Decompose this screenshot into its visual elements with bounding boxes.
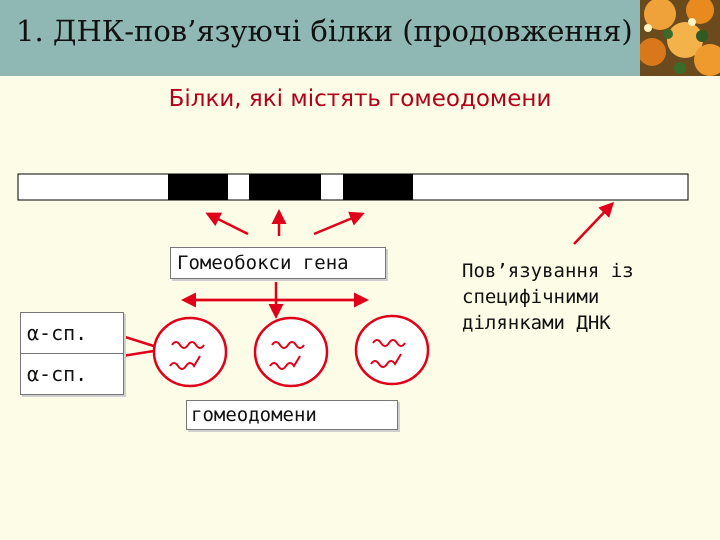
homeodomain-right: [354, 314, 430, 386]
homeodomain-label: гомеодомени: [186, 400, 398, 430]
homeodomain-left: [152, 316, 228, 388]
homeobox-label: Гомеобокси гена: [170, 247, 386, 279]
arrow-homeobox-right: [313, 211, 365, 236]
homeobox-block: [168, 174, 228, 200]
homeobox-arrows: [121, 201, 615, 358]
decorative-fruit-image: [640, 0, 720, 76]
dna-binding-line-2: специфічними: [462, 286, 600, 308]
slide-title: 1. ДНК-пов’язуючі білки (продовження): [16, 14, 633, 48]
homeodomain-shapes: [152, 314, 430, 388]
homeobox-block: [249, 174, 321, 200]
dna-binding-line-3: ділянками ДНК: [462, 312, 611, 334]
title-bar: 1. ДНК-пов’язуючі білки (продовження): [0, 0, 640, 76]
gene-strip: [17, 173, 689, 201]
homeodomain-middle: [253, 316, 329, 388]
homeobox-block: [343, 174, 413, 200]
alpha-helix-label-1: α-сп.: [20, 312, 124, 354]
dna-binding-line-1: Пов’язування із: [462, 260, 634, 282]
alpha-helix-label-2: α-сп.: [20, 353, 124, 395]
arrow-dna-binding: [573, 201, 615, 245]
slide-subtitle: Білки, які містять гомеодомени: [168, 86, 552, 112]
arrow-homeobox-left: [205, 212, 249, 236]
dna-binding-text: Пов’язування із специфічними ділянками Д…: [462, 258, 634, 336]
